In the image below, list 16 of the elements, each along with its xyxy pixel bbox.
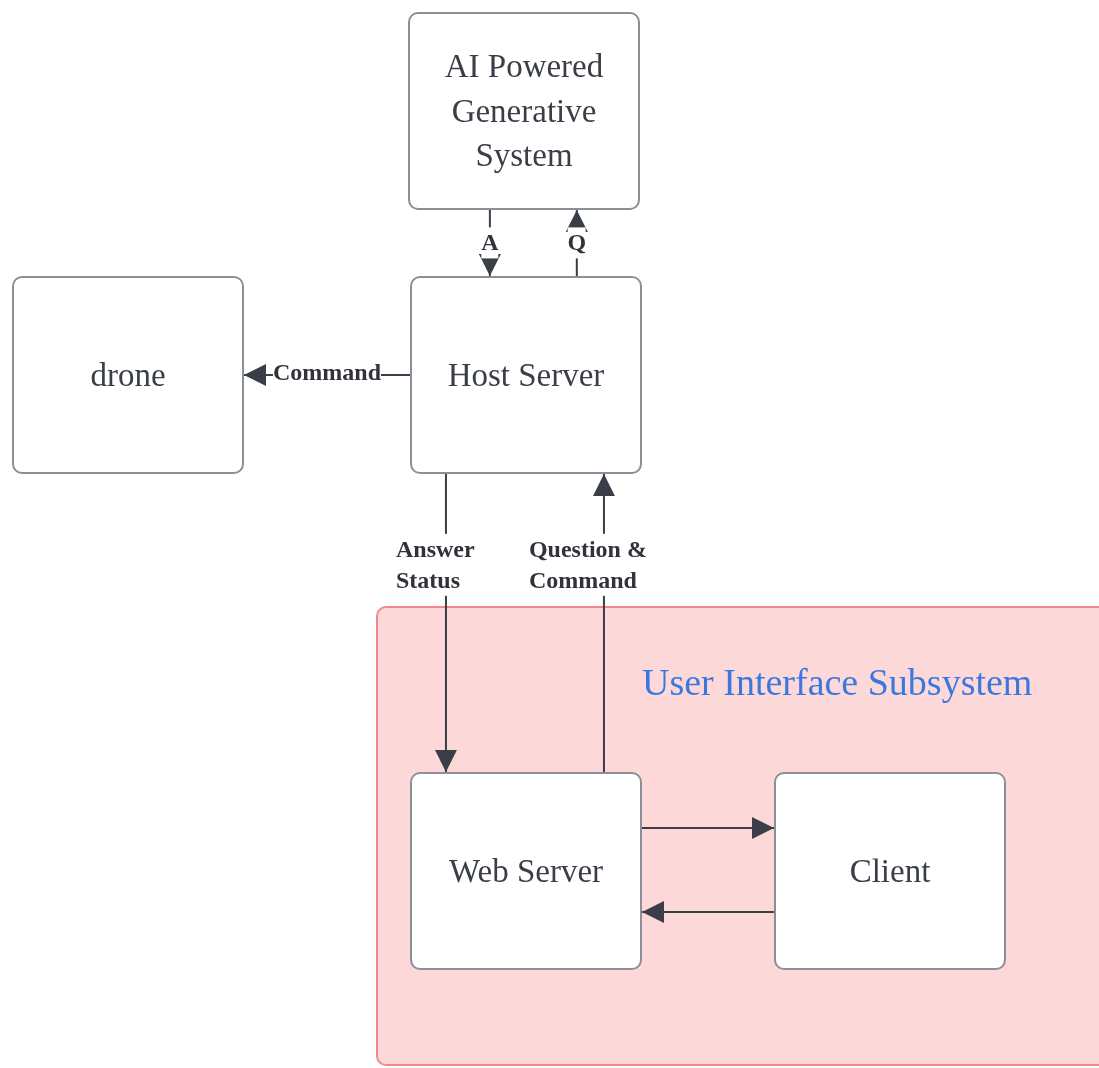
process-box — [774, 772, 1006, 970]
edge-label: Q — [567, 227, 587, 259]
node-label: AI Powered Generative System — [443, 47, 605, 176]
node-label: Client — [848, 851, 932, 891]
process-box — [12, 276, 244, 474]
group-heading: User Interface Subsystem — [642, 660, 1033, 704]
edge-label: A — [481, 227, 499, 259]
arrow — [641, 901, 775, 923]
arrow — [641, 817, 775, 840]
node-label: Host Server — [446, 355, 606, 395]
process-box — [408, 12, 640, 210]
subsystem-group — [376, 606, 1099, 1066]
node-label: Web Server — [448, 851, 604, 891]
node-label: drone — [89, 355, 167, 395]
process-box — [410, 276, 642, 474]
process-box — [410, 772, 642, 970]
